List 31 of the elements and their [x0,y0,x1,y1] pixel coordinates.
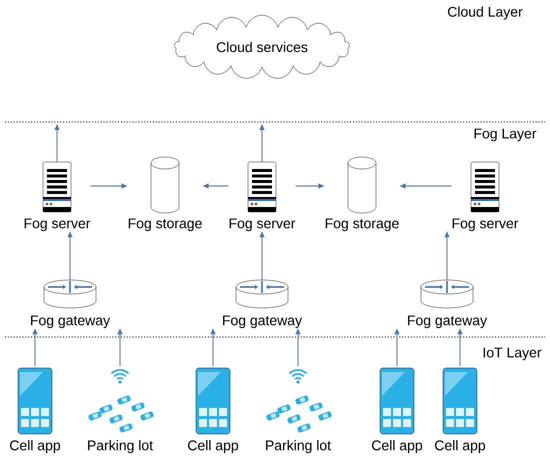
node-label: Fog gateway [408,316,488,328]
storage-node: Fog storage [326,156,399,232]
node-label: Parking lot [266,440,331,454]
node-label: Fog gateway [223,316,302,328]
node-label: Cell app [10,440,60,454]
node-label: Cell app [435,440,486,454]
layer-label: Fog Layer [474,128,536,142]
parking-lot-node: Parking lot [88,369,154,454]
gateway-node: Fog gateway [408,280,488,328]
server-node: Fog server [452,162,518,232]
node-label: Fog server [452,218,518,232]
phone-node: Cell app [435,368,486,454]
layer-label: IoT Layer [484,348,542,360]
phone-node: Cell app [188,368,238,454]
node-label: Fog storage [326,218,399,232]
phone-node: Cell app [372,368,422,454]
node-label: Parking lot [88,440,153,454]
gateway-node: Fog gateway [223,280,302,328]
node-label: Fog gateway [31,316,110,328]
gateway-node: Fog gateway [31,280,110,328]
node-label: Fog server [230,218,296,232]
node-label: Fog server [24,218,90,232]
parking-lot-node: Parking lot [266,369,332,454]
node-label: Cell app [372,440,422,454]
storage-node: Fog storage [128,156,202,232]
server-node: Fog server [24,162,90,232]
node-label: Fog storage [128,218,202,232]
layer-label: Cloud Layer [448,6,522,20]
server-node: Fog server [230,162,296,232]
node-label: Cell app [188,440,238,454]
phone-node: Cell app [10,368,60,454]
